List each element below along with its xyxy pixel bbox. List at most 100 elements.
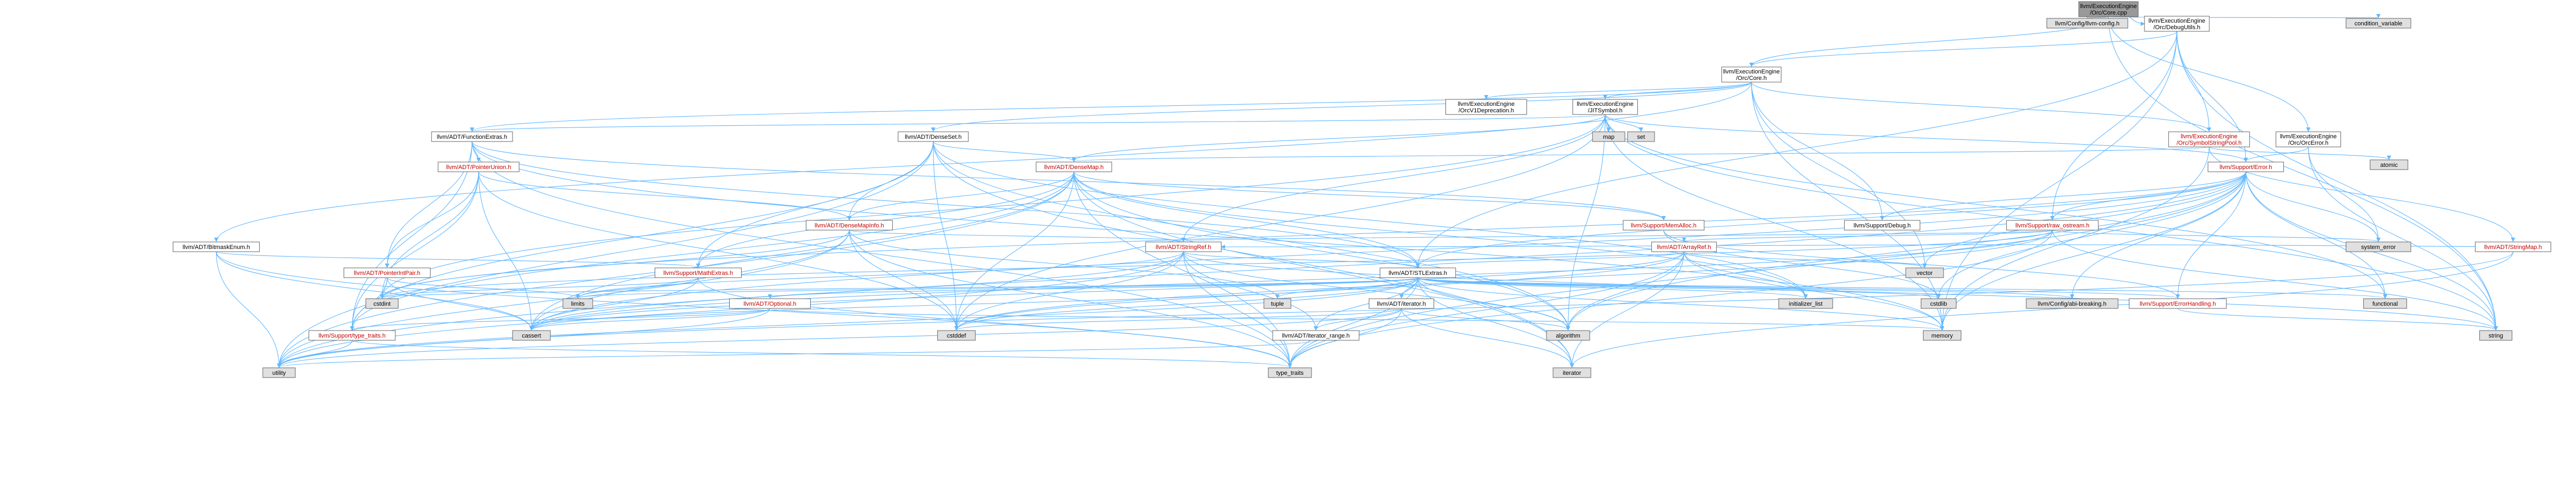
- edge-jitsymbol-to-error: [1605, 114, 2248, 162]
- node-map[interactable]: map: [1592, 131, 1625, 142]
- edge-densemapset-to-densemapinfo: [847, 141, 934, 220]
- node-abibreaking[interactable]: llvm/Config/abi-breaking.h: [2026, 298, 2118, 309]
- node-arrayref[interactable]: llvm/ADT/ArrayRef.h: [1651, 241, 1717, 252]
- node-box: [1546, 330, 1590, 341]
- node-label: llvm/ADT/ArrayRef.h: [1657, 244, 1711, 251]
- edge-core-to-symstrpool: [1751, 82, 2211, 132]
- edges-layer: [214, 7, 2516, 368]
- node-densemapinfo[interactable]: llvm/ADT/DenseMapInfo.h: [805, 220, 893, 231]
- node-mathextras[interactable]: llvm/Support/MathExtras.h: [655, 267, 742, 278]
- edge-errorhandling-to-string: [2177, 308, 2498, 331]
- node-error[interactable]: llvm/Support/Error.h: [2208, 161, 2284, 172]
- node-box: [2275, 131, 2341, 147]
- edge-densemap-to-mathextras: [696, 171, 1074, 268]
- node-pointerintpair[interactable]: llvm/ADT/PointerIntPair.h: [344, 267, 431, 278]
- edge-densemapset-to-iteratorstd: [933, 141, 1575, 368]
- node-orcerror[interactable]: llvm/ExecutionEngine/Orc/OrcError.h: [2275, 131, 2341, 147]
- edge-mathextras-to-limits: [575, 277, 699, 299]
- node-memory[interactable]: memory: [1923, 330, 1962, 341]
- node-cstdint[interactable]: cstdint: [365, 298, 399, 309]
- node-orcv1dep[interactable]: llvm/ExecutionEngine/OrcV1Deprecation.h: [1445, 99, 1527, 115]
- node-typetraits[interactable]: llvm/Support/type_traits.h: [308, 330, 396, 341]
- node-label: functional: [2372, 301, 2398, 307]
- edge-rawostream-to-arrayref: [1682, 230, 2053, 242]
- node-densemapset[interactable]: llvm/ADT/DenseSet.h: [898, 131, 969, 142]
- node-algorithm[interactable]: algorithm: [1546, 330, 1590, 341]
- node-supdebug[interactable]: llvm/Support/Debug.h: [1844, 220, 1921, 231]
- edge-pointerunion-to-cstddef: [478, 171, 959, 331]
- edge-jitsymbol-to-functionextras: [470, 114, 1606, 132]
- node-box: [898, 131, 969, 142]
- edge-stringref-to-algorithm: [1183, 251, 1570, 331]
- node-bitmaskenum[interactable]: llvm/ADT/BitmaskEnum.h: [172, 241, 260, 252]
- edge-densemapset-to-initlist: [933, 141, 1808, 299]
- node-densemap[interactable]: llvm/ADT/DenseMap.h: [1035, 161, 1112, 172]
- edge-debugutils-to-stlextras: [1415, 31, 2177, 268]
- node-stlextras[interactable]: llvm/ADT/STLExtras.h: [1380, 267, 1456, 278]
- node-label: /Orc/DebugUtils.h: [2154, 24, 2201, 31]
- edge-typetraits-to-utility: [277, 340, 353, 368]
- node-box: [263, 367, 296, 378]
- node-config[interactable]: llvm/Config/llvm-config.h: [2046, 18, 2128, 29]
- node-label: llvm/ExecutionEngine: [1458, 101, 1515, 107]
- node-box: [1778, 298, 1833, 309]
- node-condvar[interactable]: condition_variable: [2345, 18, 2411, 29]
- node-label: llvm/Support/Error.h: [2219, 164, 2272, 171]
- node-debugutils[interactable]: llvm/ExecutionEngine/Orc/DebugUtils.h: [2144, 16, 2210, 32]
- node-iterrange[interactable]: llvm/ADT/iterator_range.h: [1272, 330, 1360, 341]
- node-label: cstdint: [373, 301, 391, 307]
- node-stringref[interactable]: llvm/ADT/StringRef.h: [1145, 241, 1222, 252]
- node-iterator[interactable]: llvm/ADT/iterator.h: [1369, 298, 1435, 309]
- node-core[interactable]: llvm/ExecutionEngine/Orc/Core.h: [1721, 66, 1781, 83]
- node-root[interactable]: llvm/ExecutionEngine/Orc/Core.cpp: [2078, 1, 2138, 17]
- edge-optional-to-memory: [769, 308, 1944, 331]
- node-iteratorstd[interactable]: iterator: [1552, 367, 1591, 378]
- node-optional[interactable]: llvm/ADT/Optional.h: [729, 298, 811, 309]
- edge-stlextras-to-optional: [768, 277, 1418, 299]
- node-initlist[interactable]: initializer_list: [1778, 298, 1833, 309]
- node-functionextras[interactable]: llvm/ADT/FunctionExtras.h: [431, 131, 513, 142]
- node-cassert[interactable]: cassert: [512, 330, 551, 341]
- node-atomic[interactable]: atomic: [2370, 159, 2409, 170]
- node-pointerunion[interactable]: llvm/ADT/PointerUnion.h: [438, 161, 520, 172]
- edge-symstrpool-to-atomic: [2209, 146, 2391, 160]
- node-errorhandling[interactable]: llvm/Support/ErrorHandling.h: [2129, 298, 2227, 309]
- node-label: condition_variable: [2355, 21, 2403, 27]
- node-set[interactable]: set: [1627, 131, 1655, 142]
- node-systemerror[interactable]: system_error: [2345, 241, 2411, 252]
- node-symstrpool[interactable]: llvm/ExecutionEngine/Orc/SymbolStringPoo…: [2168, 131, 2250, 147]
- node-label: llvm/Support/type_traits.h: [319, 333, 386, 339]
- edge-iterator-to-utility: [277, 308, 1402, 368]
- node-box: [1552, 367, 1591, 378]
- node-vector[interactable]: vector: [1905, 267, 1944, 278]
- node-label: set: [1637, 134, 1645, 140]
- node-memalloc[interactable]: llvm/Support/MemAlloc.h: [1623, 220, 1705, 231]
- node-tuple[interactable]: tuple: [1263, 298, 1292, 309]
- node-typetraitsstd[interactable]: type_traits: [1268, 367, 1312, 378]
- node-stringmap[interactable]: llvm/ADT/StringMap.h: [2474, 241, 2551, 252]
- node-cstddef[interactable]: cstddef: [937, 330, 976, 341]
- node-functional[interactable]: functional: [2363, 298, 2407, 309]
- node-string[interactable]: string: [2479, 330, 2513, 341]
- edge-bitmaskenum-to-mathextras: [216, 251, 701, 268]
- node-box: [438, 161, 520, 172]
- edge-optional-to-cassert: [529, 308, 770, 331]
- edge-densemap-to-cstddef: [954, 171, 1074, 331]
- edge-stringref-to-iterrange: [1183, 251, 1319, 331]
- edge-core-to-supdebug: [1751, 82, 1885, 220]
- edge-iterator-to-iteratorstd: [1401, 308, 1575, 368]
- node-cstdlib[interactable]: cstdlib: [1920, 298, 1956, 309]
- node-limits[interactable]: limits: [562, 298, 593, 309]
- node-label: llvm/Support/ErrorHandling.h: [2140, 301, 2216, 307]
- node-rawostream[interactable]: llvm/Support/raw_ostream.h: [2006, 220, 2099, 231]
- nodes-layer: llvm/ExecutionEngine/Orc/Core.cppllvm/Co…: [172, 1, 2551, 378]
- node-box: [344, 267, 431, 278]
- edge-densemap-to-typetraitsstd: [1073, 171, 1292, 368]
- edge-root-to-string: [2108, 16, 2498, 331]
- edge-arrayref-to-initlist: [1684, 251, 1808, 299]
- node-box: [805, 220, 893, 231]
- node-jitsymbol[interactable]: llvm/ExecutionEngine/JITSymbol.h: [1572, 99, 1638, 115]
- node-utility[interactable]: utility: [263, 367, 296, 378]
- edge-mathextras-to-cstdint: [380, 277, 699, 299]
- edge-error-to-systemerror: [2245, 171, 2381, 242]
